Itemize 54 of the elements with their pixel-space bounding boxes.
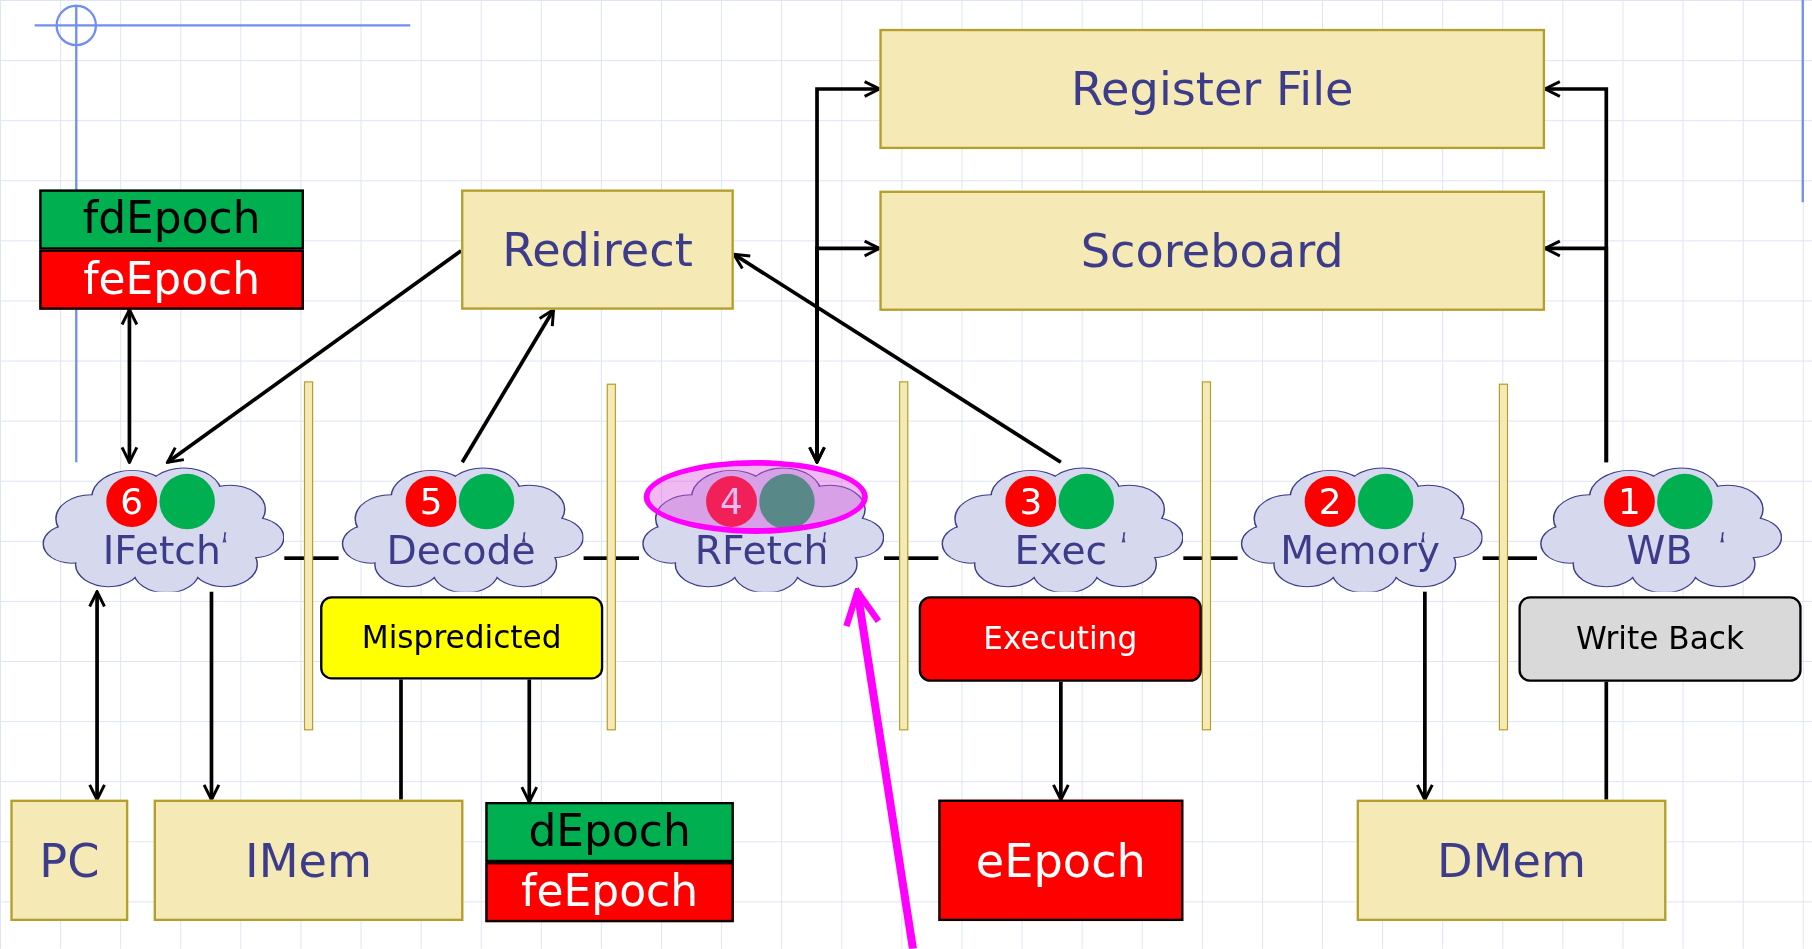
- stage-number-badge: 6: [106, 476, 158, 527]
- connector-line: [1211, 556, 1238, 560]
- connector-line: [1508, 556, 1537, 560]
- stage-number-badge: 3: [1005, 476, 1057, 527]
- arrow: [88, 590, 106, 802]
- connector-line: [1183, 556, 1202, 560]
- stage-label: Memory: [1280, 529, 1441, 573]
- scoreboard-box: Scoreboard: [879, 190, 1546, 311]
- epoch-register-box: dEpoch: [485, 802, 734, 863]
- connector-line: [615, 556, 640, 560]
- connector-line: [1604, 681, 1609, 800]
- redirect-box: Redirect: [461, 189, 734, 310]
- pipeline-register-bar: [606, 383, 616, 731]
- connector-line: [884, 556, 900, 560]
- epoch-register-box: feEpoch: [485, 862, 734, 923]
- status-box: Write Back: [1518, 596, 1802, 682]
- epoch-register-box: fdEpoch: [39, 189, 304, 250]
- epoch-register-box: eEpoch: [938, 799, 1184, 921]
- stage-label: IFetch: [102, 529, 221, 573]
- stage-label: WB: [1626, 529, 1693, 573]
- stage-number-badge: 4: [706, 476, 757, 527]
- arrow: [732, 252, 1062, 464]
- connector-line: [583, 556, 607, 560]
- register-file-box: Register File: [879, 28, 1546, 150]
- pipeline-register-bar: [1201, 381, 1212, 731]
- epoch-register-box: feEpoch: [39, 249, 304, 310]
- pipeline-register-bar: [899, 381, 909, 731]
- arrow: [460, 308, 556, 464]
- memory-box: DMem: [1356, 799, 1667, 921]
- stage-number-badge: 5: [405, 476, 457, 527]
- arrow: [1052, 681, 1070, 802]
- status-box: Executing: [918, 596, 1202, 682]
- connector-line: [1482, 556, 1499, 560]
- arrow: [202, 591, 221, 802]
- pointer-arrow: [843, 588, 917, 949]
- arrow: [120, 308, 139, 464]
- arrow: [1416, 591, 1434, 802]
- memory-box: IMem: [153, 799, 464, 921]
- connector-line: [313, 556, 339, 560]
- arrow: [166, 249, 463, 464]
- stage-label: RFetch: [694, 529, 829, 573]
- stage-number-badge: 2: [1304, 476, 1356, 527]
- pc-box: PC: [10, 799, 129, 921]
- connector-line: [399, 679, 403, 800]
- stage-label: Decode: [386, 529, 536, 573]
- connector-line: [284, 556, 304, 560]
- stage-label: Exec: [1014, 529, 1108, 573]
- status-box: Mispredicted: [320, 596, 604, 680]
- connector-line: [908, 556, 939, 560]
- pipeline-register-bar: [303, 381, 314, 731]
- stage-number-badge: 1: [1604, 476, 1655, 527]
- arrow: [808, 239, 881, 464]
- pipeline-register-bar: [1498, 383, 1509, 731]
- arrow: [520, 679, 539, 804]
